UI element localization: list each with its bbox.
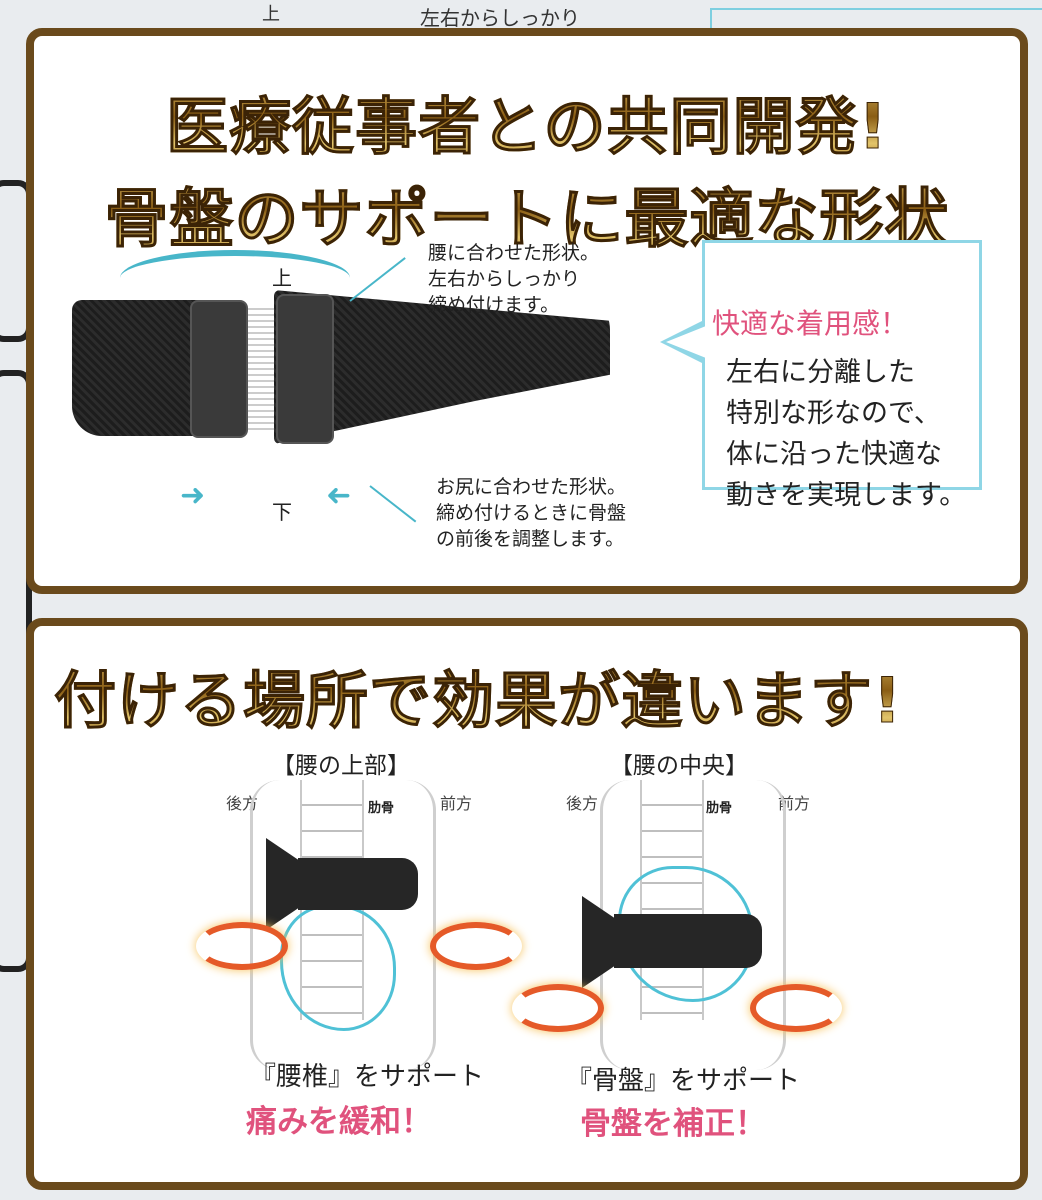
background-peek-text: 左右からしっかり <box>420 6 580 30</box>
right-belt-band <box>614 914 762 968</box>
left-effect: 痛みを緩和！ <box>246 1104 432 1140</box>
right-rotate-arrow-right-icon <box>750 984 842 1032</box>
bottom-note-line-2: 締め付けるときに骨盤 <box>436 502 627 524</box>
panel1-headline-line1: 医療従事者との共同開発! <box>34 76 1020 166</box>
bottom-left-arrow-icon: ➜ <box>180 478 206 513</box>
panel2-headline: 付ける場所で効果が違います! <box>34 650 1020 740</box>
callout-tail-inner <box>666 326 706 358</box>
left-belt-band <box>298 858 418 910</box>
callout-body: 左右に分離した 特別な形なので、 体に沿った快適な 動きを実現します。 <box>726 352 966 516</box>
background-up-label: 上 <box>262 4 280 25</box>
callout-line-2: 特別な形なので、 <box>726 398 941 429</box>
bottom-right-arrow-icon: ➜ <box>326 478 352 513</box>
bottom-note-line-3: の前後を調整します。 <box>436 528 625 550</box>
right-figure-title: 【腰の中央】 <box>610 753 748 779</box>
feature-panel-placement: 付ける場所で効果が違います! <box>26 618 1028 1190</box>
right-rotate-arrow-left-icon <box>512 984 604 1032</box>
callout-line-1: 左右に分離した <box>726 357 915 388</box>
left-rotate-arrow-right-icon <box>430 922 522 970</box>
right-rib-label: 肋骨 <box>706 801 733 816</box>
right-effect: 骨盤を補正！ <box>580 1106 766 1142</box>
top-note-line-2: 左右からしっかり <box>428 268 581 290</box>
left-caption: 『腰椎』をサポート <box>250 1062 485 1092</box>
top-note-line-3: 締め付けます。 <box>428 294 560 316</box>
comfort-callout-box <box>702 240 982 490</box>
belt-elastic-gap <box>242 308 278 432</box>
bottom-shape-note: お尻に合わせた形状。 締め付けるときに骨盤 の前後を調整します。 <box>436 474 626 552</box>
label-down: 下 <box>272 500 292 524</box>
left-front-label: 前方 <box>440 794 473 813</box>
background-peek-box <box>710 8 1042 40</box>
left-rib-label: 肋骨 <box>368 801 395 816</box>
bottom-note-line-1: お尻に合わせた形状。 <box>436 476 627 498</box>
belt-pad-right <box>276 294 334 444</box>
callout-title: 快適な着用感！ <box>712 307 909 340</box>
top-curve-arrow-icon <box>120 250 350 306</box>
label-up: 上 <box>272 266 292 290</box>
callout-line-4: 動きを実現します。 <box>726 480 967 511</box>
left-rotate-arrow-left-icon <box>196 922 288 970</box>
right-back-label: 後方 <box>566 794 599 813</box>
top-shape-note: 腰に合わせた形状。 左右からしっかり 締め付けます。 <box>428 240 599 318</box>
belt-pad-left <box>190 300 248 438</box>
top-note-line-1: 腰に合わせた形状。 <box>428 242 600 264</box>
right-caption: 『骨盤』をサポート <box>566 1066 801 1096</box>
left-figure-title: 【腰の上部】 <box>272 753 410 779</box>
right-front-label: 前方 <box>778 794 811 813</box>
callout-line-3: 体に沿った快適な <box>726 439 942 470</box>
